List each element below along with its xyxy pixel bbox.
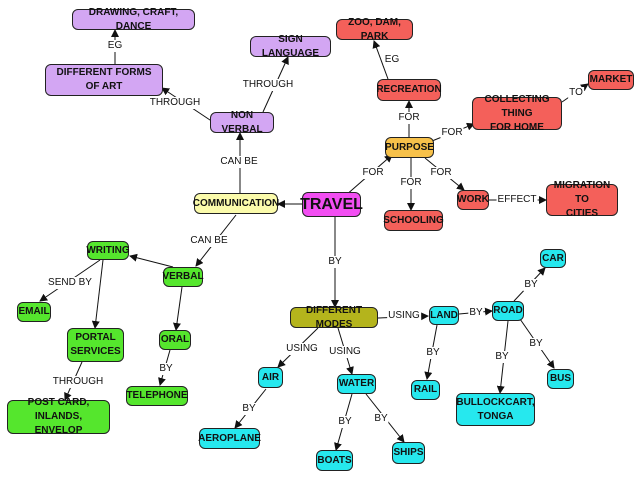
node-non-verbal: NON VERBAL xyxy=(210,110,274,135)
node-market: MARKET xyxy=(588,70,634,90)
node-recreation: RECREATION xyxy=(376,79,442,101)
node-communication: COMMUNICATION xyxy=(193,193,279,214)
node-road: ROAD xyxy=(492,301,524,321)
node-rail: RAIL xyxy=(411,380,440,400)
node-drawing-craft-dance: DRAWING, CRAFT, DANCE xyxy=(72,7,195,32)
link-label-for-work: FOR xyxy=(429,167,453,179)
node-post-card: POST CARD, INLANDS, ENVELOP xyxy=(7,397,110,436)
link-label-using-land: USING xyxy=(387,310,421,322)
node-zoo-dam-park: ZOO, DAM, PARK xyxy=(336,17,413,42)
link-label-by-telephone: BY xyxy=(158,363,174,375)
node-water: WATER xyxy=(337,374,376,394)
node-air: AIR xyxy=(258,367,283,388)
node-different-forms-of-art: DIFFERENT FORMS OF ART xyxy=(45,64,163,96)
link-label-send-by: SEND BY xyxy=(47,277,93,289)
node-writing: WRITING xyxy=(86,241,130,260)
link-label-by-boats: BY xyxy=(337,416,353,428)
link-label-for-schooling: FOR xyxy=(399,177,423,189)
node-email: EMAIL xyxy=(17,302,51,322)
link-label-through-postcard: THROUGH xyxy=(51,376,105,388)
link-label-eg-art: EG xyxy=(106,40,124,52)
link-label-by-ships: BY xyxy=(373,413,389,425)
node-oral: ORAL xyxy=(159,330,191,350)
link-label-by-aeroplane: BY xyxy=(241,403,257,415)
node-migration-to-cities: MIGRATION TO CITIES xyxy=(546,180,618,219)
link-label-for-collecting: FOR xyxy=(440,127,464,139)
node-work: WORK xyxy=(457,190,489,210)
link-label-by-bullockcart: BY xyxy=(494,351,510,363)
link-label-using-air: USING xyxy=(285,343,319,355)
node-sign-language: SIGN LANGUAGE xyxy=(250,34,331,59)
node-bullockcart-tonga: BULLOCKCART, TONGA xyxy=(456,393,535,426)
link-label-can-be-nonverbal: CAN BE xyxy=(219,156,259,168)
link-label-effect: EFFECT xyxy=(496,194,538,206)
node-portal-services: PORTAL SERVICES xyxy=(67,328,124,362)
node-travel: TRAVEL xyxy=(300,192,363,217)
node-boats: BOATS xyxy=(316,450,353,471)
edge-verbal-to-writing xyxy=(129,253,174,268)
link-label-can-be-verbal: CAN BE xyxy=(189,235,229,247)
node-bus: BUS xyxy=(547,369,574,389)
node-different-modes: DIFFERENT MODES xyxy=(290,305,378,330)
node-telephone: TELEPHONE xyxy=(126,386,188,406)
node-collecting-thing: COLLECTING THING FOR HOME xyxy=(472,94,562,133)
node-purpose: PURPOSE xyxy=(385,137,434,158)
link-label-to-market: TO xyxy=(568,87,584,99)
link-label-by-car: BY xyxy=(523,279,539,291)
node-verbal: VERBAL xyxy=(162,267,204,287)
link-label-by-bus: BY xyxy=(528,338,544,350)
node-car: CAR xyxy=(540,249,566,268)
link-label-eg-zoo: EG xyxy=(383,54,401,66)
node-land: LAND xyxy=(429,306,459,325)
link-label-by-rail: BY xyxy=(425,347,441,359)
link-label-for-travel: FOR xyxy=(361,167,385,179)
node-aeroplane: AEROPLANE xyxy=(198,428,261,449)
node-schooling: SCHOOLING xyxy=(383,210,444,231)
edge-recreation-to-zoo xyxy=(372,40,389,80)
link-label-through-art: THROUGH xyxy=(148,97,202,109)
link-label-through-sign: THROUGH xyxy=(241,79,295,91)
link-label-using-water: USING xyxy=(328,346,362,358)
edge-verbal-to-oral xyxy=(173,286,183,331)
link-label-by-road: BY xyxy=(468,307,484,319)
edge-writing-to-portal xyxy=(91,259,104,329)
node-ships: SHIPS xyxy=(392,442,425,464)
link-label-by-modes: BY xyxy=(327,256,343,268)
link-label-for-recreation: FOR xyxy=(397,112,421,124)
